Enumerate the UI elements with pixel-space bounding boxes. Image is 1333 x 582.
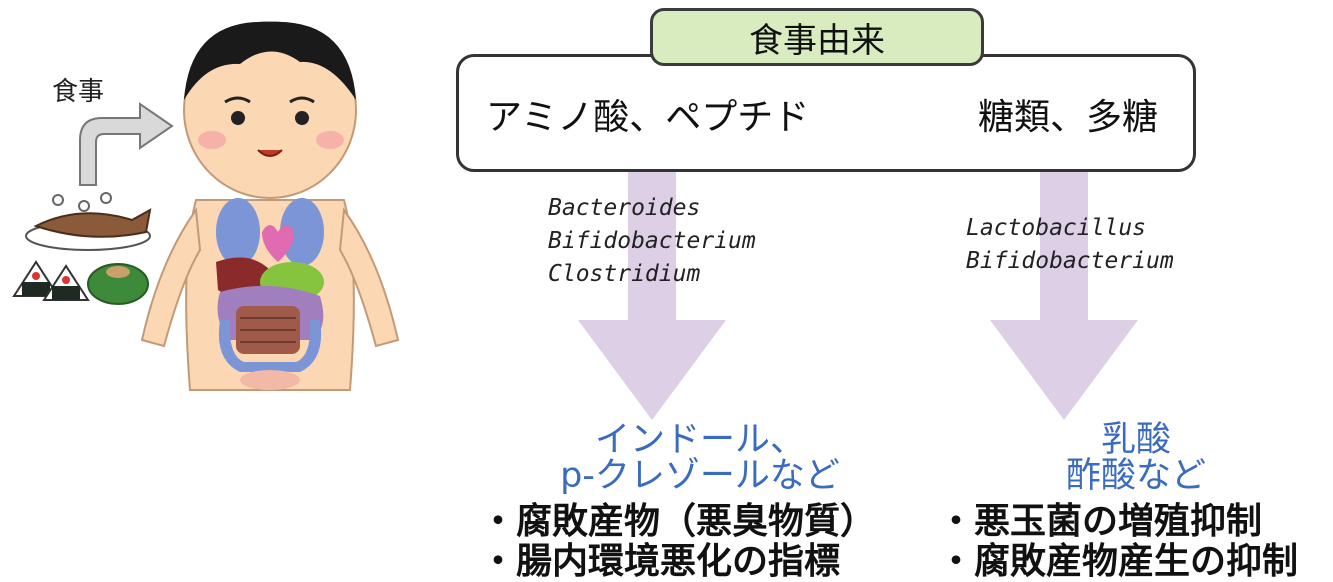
- amino-acids-label: アミノ酸、ペプチド: [486, 97, 810, 138]
- bacteria-name: Bifidobacterium: [966, 248, 1174, 274]
- product-line: インドール、: [594, 420, 805, 460]
- meal-to-body-arrow-icon: [79, 102, 174, 186]
- product-line: 乳酸: [1100, 420, 1171, 460]
- left-effects-list: ・腐敗産物（悪臭物質） ・腸内環境悪化の指標: [480, 502, 876, 582]
- bacteria-name: Clostridium: [548, 261, 701, 287]
- grilled-fish-icon: [25, 208, 152, 251]
- bacteria-name: Bifidobacterium: [548, 228, 756, 254]
- right-bacteria-list: Lactobacillus Bifidobacterium: [966, 212, 1174, 278]
- vegetable-dish-icon: [87, 263, 149, 305]
- left-products: インドール、 p-クレゾールなど: [540, 422, 860, 494]
- bacteria-name: Lactobacillus: [966, 215, 1147, 241]
- dietary-source-tab: 食事由来: [650, 8, 984, 66]
- effect-item: ・腸内環境悪化の指標: [480, 541, 841, 582]
- sugars-label: 糖類、多糖: [978, 97, 1159, 138]
- boy-head: [183, 21, 357, 199]
- effect-item: ・悪玉菌の増殖抑制: [938, 501, 1263, 542]
- right-products: 乳酸 酢酸など: [1036, 422, 1236, 494]
- organs-icon: [216, 198, 324, 390]
- effect-item: ・腐敗産物（悪臭物質）: [480, 501, 877, 542]
- onigiri-icon: [12, 260, 90, 301]
- human-body-illustration: 食事: [12, 21, 400, 391]
- effect-item: ・腐敗産物産生の抑制: [938, 541, 1299, 582]
- right-down-arrow: [990, 156, 1138, 420]
- meal-label: 食事: [52, 77, 104, 107]
- steam-icon: [52, 192, 112, 212]
- bacteria-name: Bacteroides: [548, 195, 701, 221]
- product-line: p-クレゾールなど: [560, 456, 840, 496]
- left-bacteria-list: Bacteroides Bifidobacterium Clostridium: [548, 192, 756, 291]
- right-effects-list: ・悪玉菌の増殖抑制 ・腐敗産物産生の抑制: [938, 502, 1298, 582]
- product-line: 酢酸など: [1065, 456, 1206, 496]
